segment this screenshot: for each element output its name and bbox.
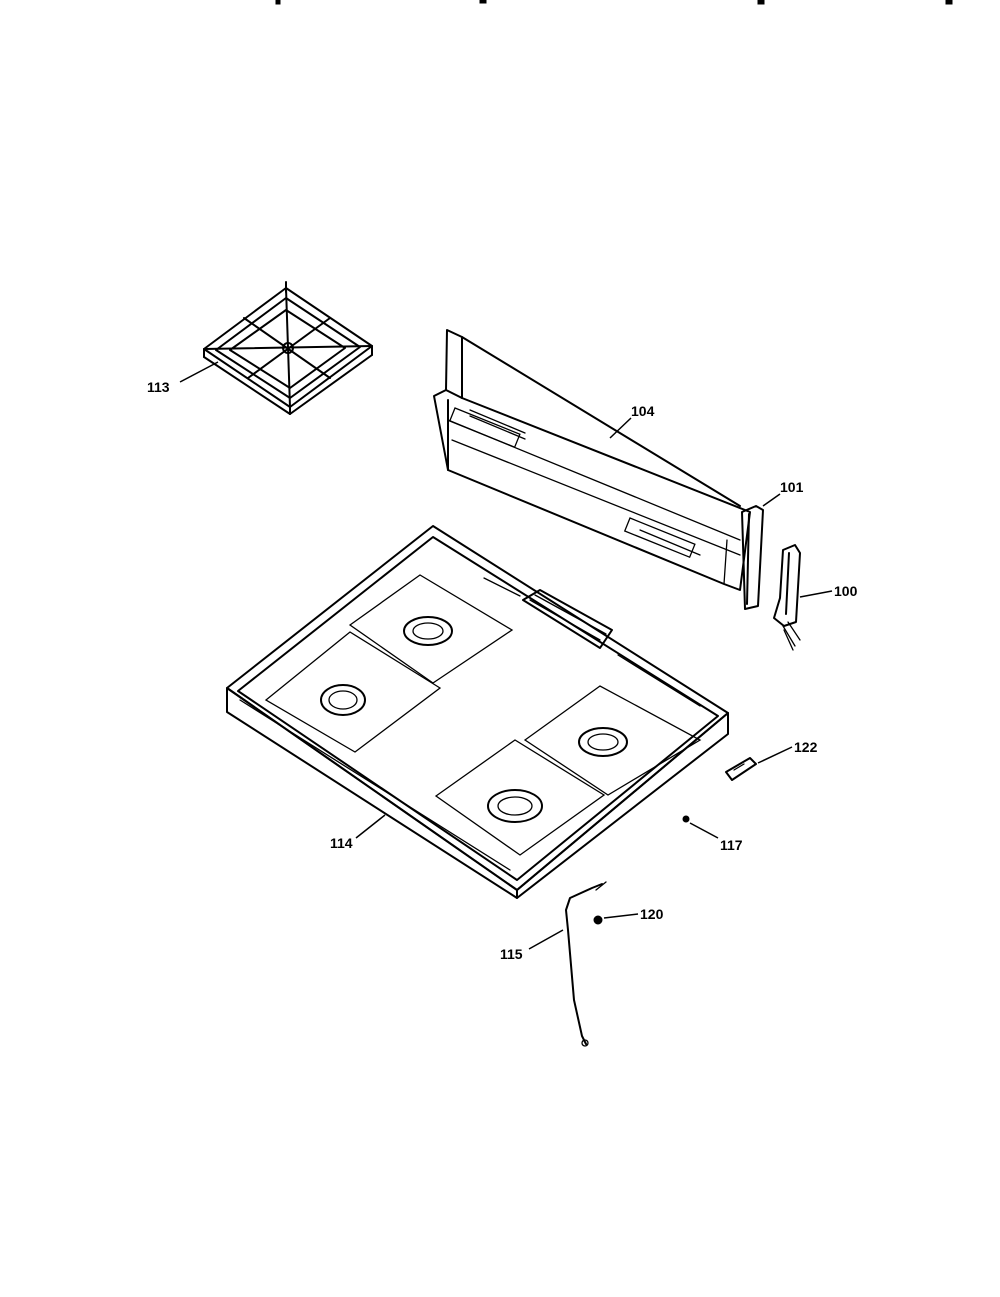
callout-101: 101 (780, 479, 804, 495)
callout-115: 115 (500, 946, 523, 962)
callout-114: 114 (330, 835, 353, 851)
cooktop-114[interactable] (226, 525, 729, 899)
backguard-104[interactable] (433, 329, 751, 591)
callout-104: 104 (631, 403, 655, 419)
end-cap-101[interactable] (741, 505, 764, 610)
callout-100: 100 (834, 583, 858, 599)
screw-120[interactable] (593, 915, 603, 925)
callout-122: 122 (794, 739, 818, 755)
screw-117[interactable] (682, 815, 690, 823)
callout-120: 120 (640, 906, 664, 922)
scan-artifacts (275, 0, 953, 5)
clip-122[interactable] (725, 757, 757, 781)
callout-labels: 113 104 101 100 122 117 120 115 114 (147, 379, 858, 962)
leader-lines (179, 361, 833, 950)
callout-117: 117 (720, 837, 743, 853)
callout-113: 113 (147, 379, 170, 395)
burner-grate-113[interactable] (203, 281, 373, 415)
trim-bracket-100[interactable] (773, 544, 801, 651)
wire-115[interactable] (565, 881, 607, 1047)
